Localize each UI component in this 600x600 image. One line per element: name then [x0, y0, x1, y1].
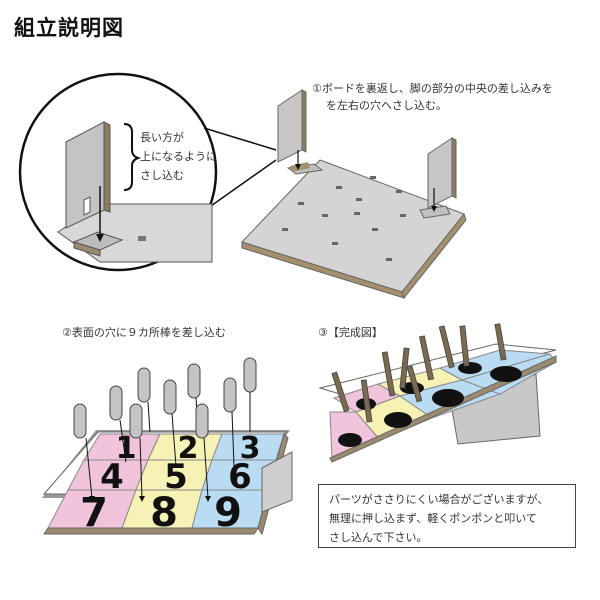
step1-board: [241, 89, 467, 300]
board-number-3: 3: [240, 431, 261, 466]
step1-line1: ①ボードを裏返し、脚の部分の中央の差し込みを: [312, 82, 553, 95]
assembly-note-box: パーツがささりにくい場合がございますが、 無理に押し込まず、軽くポンポンと叩いて…: [318, 484, 576, 548]
zoom-note: 長い方が 上になるように さし込む: [140, 128, 217, 185]
board-number-1: 1: [116, 431, 137, 466]
board-number-8: 8: [150, 490, 178, 536]
note-line2: 無理に押し込まず、軽くポンポンと叩いて: [329, 512, 537, 525]
note-line1: パーツがささりにくい場合がございますが、: [329, 493, 549, 506]
board-number-4: 4: [100, 457, 124, 497]
step3-finished: [318, 323, 557, 463]
zoom-note-line3: さし込む: [140, 169, 184, 182]
step1-instruction: ①ボードを裏返し、脚の部分の中央の差し込みを を左右の穴へさし込む。: [312, 80, 553, 114]
zoom-detail: [18, 72, 277, 272]
board-number-5: 5: [164, 457, 188, 497]
board-number-6: 6: [228, 457, 252, 497]
note-line3: さし込んで下さい。: [329, 531, 428, 544]
step3-label: ③【完成図】: [318, 326, 383, 339]
zoom-note-line1: 長い方が: [140, 131, 184, 144]
step2-pegs: [73, 357, 257, 502]
zoom-note-line2: 上になるように: [140, 150, 217, 163]
page-title: 組立説明図: [14, 16, 124, 40]
board-number-2: 2: [178, 431, 199, 466]
board-number-9: 9: [214, 490, 242, 536]
step2-instruction: ②表面の穴に９カ所棒を差し込む: [62, 326, 226, 339]
step1-line2: を左右の穴へさし込む。: [326, 99, 447, 112]
step2-board: 1 2 3 4 5 6 7 8 9: [42, 357, 293, 536]
